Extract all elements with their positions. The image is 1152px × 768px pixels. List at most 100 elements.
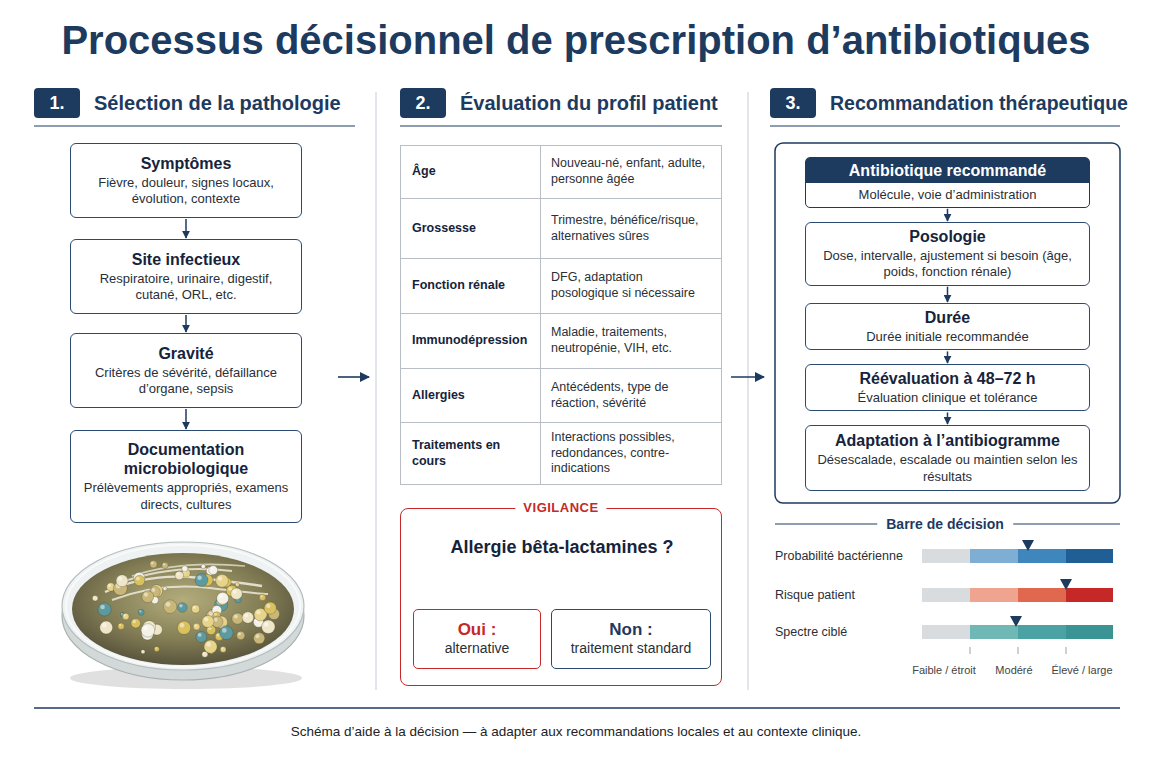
bacterial-colony: [138, 609, 144, 615]
step-badge: 3.Recommandation thérapeutique: [770, 88, 816, 118]
section-heading: Évaluation du profil patient: [460, 92, 718, 115]
option-box: Oui :alternative: [413, 609, 541, 669]
petri-dish: [62, 542, 304, 689]
section-underline: [770, 125, 1120, 126]
box-title: Durée: [925, 308, 970, 327]
table-cell: Fonction rénale: [401, 259, 541, 314]
decor-shape: [177, 621, 190, 634]
bacterial-colony: [131, 618, 141, 628]
decor-shape: [236, 583, 237, 584]
decor-shape: [220, 647, 226, 653]
decor-shape: [214, 613, 217, 616]
decor-shape: [237, 631, 245, 639]
decor-shape: [183, 567, 185, 569]
decor-shape: [192, 605, 200, 613]
box-body: Respiratoire, urinaire, digestif, cutané…: [81, 271, 291, 304]
decor-shape: [178, 603, 188, 613]
decision-node: Allergie bêta-lactamines ?: [411, 535, 713, 561]
decor-shape: [123, 613, 130, 620]
decor-shape: [195, 574, 208, 587]
bacterial-colony: [220, 626, 234, 640]
bacterial-colony: [100, 621, 113, 634]
decor-shape: [193, 606, 196, 609]
bacterial-colony: [134, 575, 145, 586]
column-divider: [748, 92, 749, 690]
decor-shape: [264, 622, 269, 627]
bacterial-colony: [123, 613, 130, 620]
decor-shape: [256, 634, 260, 638]
bacterial-colony: [178, 603, 188, 613]
decor-shape: [214, 607, 217, 610]
decor-shape: [206, 642, 211, 647]
caption: Schéma d’aide à la décision — à adapter …: [291, 724, 861, 739]
decor-shape: [119, 624, 121, 626]
decor-shape: [121, 613, 123, 615]
bacterial-colony: [216, 574, 229, 587]
decor-shape: [180, 623, 185, 628]
table-cell: Traitements en cours: [401, 423, 541, 485]
flow-arrow: [947, 351, 949, 363]
box-title: Symptômes: [141, 154, 232, 173]
step-badge: 1.Sélection de la pathologie: [34, 88, 80, 118]
decor-shape: [100, 621, 113, 634]
axis-tick: [1018, 647, 1019, 654]
decor-shape: [164, 587, 165, 588]
decor-shape: [209, 566, 218, 575]
box-title: Posologie: [909, 227, 985, 246]
section-heading: Sélection de la pathologie: [94, 92, 341, 115]
decor-shape: [162, 562, 168, 568]
decor-shape: [970, 588, 1018, 602]
decision-bar: [922, 540, 1113, 563]
decor-shape: [216, 574, 229, 587]
decor-shape: [139, 610, 141, 612]
decor-shape: [256, 610, 260, 614]
decor-shape: [1010, 616, 1022, 627]
decor-shape: [260, 595, 262, 597]
decor-shape: [151, 562, 154, 565]
decision-bar: [922, 616, 1113, 639]
decor-shape: [150, 561, 157, 568]
step-arrow: [731, 376, 764, 378]
axis-tick: [1066, 647, 1067, 654]
bacterial-colony: [163, 587, 167, 591]
warning-heading: VIGILANCE: [515, 500, 606, 516]
decision-question: Allergie bêta-lactamines ?: [450, 537, 673, 559]
decor-shape: [222, 628, 227, 633]
step-arrow: [338, 376, 369, 378]
table-cell: Maladie, traitements, neutropénie, VIH, …: [541, 314, 722, 369]
box-title: Site infectieux: [132, 250, 240, 269]
decor-shape: [970, 549, 1018, 563]
decor-shape: [219, 594, 223, 598]
flow-arrow: [947, 287, 949, 302]
decor-shape: [102, 623, 107, 628]
decor-shape: [201, 564, 205, 568]
decor-shape: [141, 650, 145, 654]
decor-shape: [163, 563, 165, 565]
recommendation-panel: [775, 143, 1120, 503]
bacterial-colony: [242, 612, 254, 624]
decor-shape: [72, 553, 294, 665]
step-number: 2.: [415, 94, 430, 112]
flow-arrow: [947, 209, 949, 221]
bacterial-colony: [118, 623, 124, 629]
box-header: Antibiotique recommandé: [806, 158, 1089, 183]
decor-shape: [142, 591, 154, 603]
box-title: Gravité: [158, 344, 213, 363]
bacterial-colony: [261, 620, 275, 634]
decor-shape: [163, 600, 177, 614]
decor-shape: [182, 566, 188, 572]
bacterial-colony: [193, 623, 200, 630]
decor-shape: [202, 565, 204, 567]
decor-shape: [264, 602, 276, 614]
decor-shape: [259, 594, 265, 600]
decor-shape: [93, 596, 95, 598]
decor-shape: [136, 577, 140, 581]
bacterial-colony: [98, 603, 111, 616]
box-body: Fièvre, douleur, signes locaux, évolutio…: [81, 175, 291, 208]
decor-shape: [144, 593, 148, 597]
bacterial-colony: [202, 615, 214, 627]
bacterial-colony: [220, 647, 226, 653]
decor-shape: [179, 604, 182, 607]
bar-label: Spectre ciblé: [775, 625, 847, 639]
decor-shape: [138, 609, 144, 615]
